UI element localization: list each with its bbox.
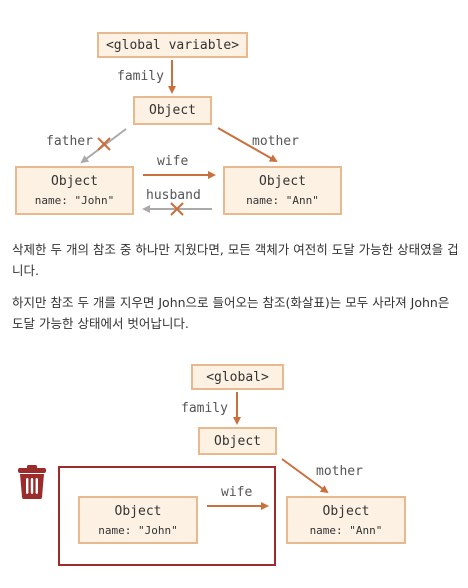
global-box: <global> bbox=[191, 364, 284, 390]
john-object-title-2: Object bbox=[114, 504, 162, 519]
paragraph-both-references-removed: 하지만 참조 두 개를 지우면 John으로 들어오는 참조(화살표)는 모두 … bbox=[12, 295, 450, 331]
father-arrow-removed bbox=[80, 128, 127, 164]
ann-object-title-2: Object bbox=[322, 504, 370, 519]
ann-object-box-2: Object name: "Ann" bbox=[286, 496, 406, 544]
root-object-label-2: Object bbox=[214, 433, 261, 449]
wife-label: wife bbox=[157, 154, 189, 169]
husband-label: husband bbox=[146, 188, 201, 203]
husband-cross-icon bbox=[170, 202, 184, 216]
john-object-box-2: Object name: "John" bbox=[78, 496, 198, 544]
family-label-2: family bbox=[181, 401, 228, 416]
ann-object-title: Object bbox=[259, 174, 306, 189]
john-object-name-2: name: "John" bbox=[98, 524, 178, 537]
mother-label-2: mother bbox=[316, 464, 363, 479]
global-variable-label: <global variable> bbox=[105, 37, 240, 53]
root-object-box-2: Object bbox=[198, 427, 277, 455]
mother-label: mother bbox=[252, 134, 299, 149]
root-object-label: Object bbox=[149, 103, 196, 118]
john-object-box: Object name: "John" bbox=[15, 166, 134, 215]
global-label: <global> bbox=[206, 369, 269, 385]
john-object-title: Object bbox=[51, 174, 98, 189]
root-object-box: Object bbox=[133, 96, 212, 125]
trash-can-icon bbox=[18, 465, 46, 499]
wife-label-2: wife bbox=[221, 485, 253, 500]
john-object-name: name: "John" bbox=[34, 194, 115, 207]
unreachable-island-frame bbox=[58, 466, 276, 566]
mother-arrow bbox=[217, 127, 278, 162]
family-label: family bbox=[117, 69, 164, 84]
paragraph-one-reference-removed: 삭제한 두 개의 참조 중 하나만 지웠다면, 모든 객체가 여전히 도달 가능… bbox=[12, 242, 459, 278]
father-cross-icon bbox=[97, 137, 111, 151]
father-label: father bbox=[46, 134, 93, 149]
global-variable-box: <global variable> bbox=[97, 32, 248, 58]
ann-object-name: name: "Ann" bbox=[246, 194, 319, 207]
mother-arrow-2 bbox=[281, 458, 329, 494]
ann-object-box: Object name: "Ann" bbox=[223, 166, 342, 215]
ann-object-name-2: name: "Ann" bbox=[309, 524, 383, 537]
